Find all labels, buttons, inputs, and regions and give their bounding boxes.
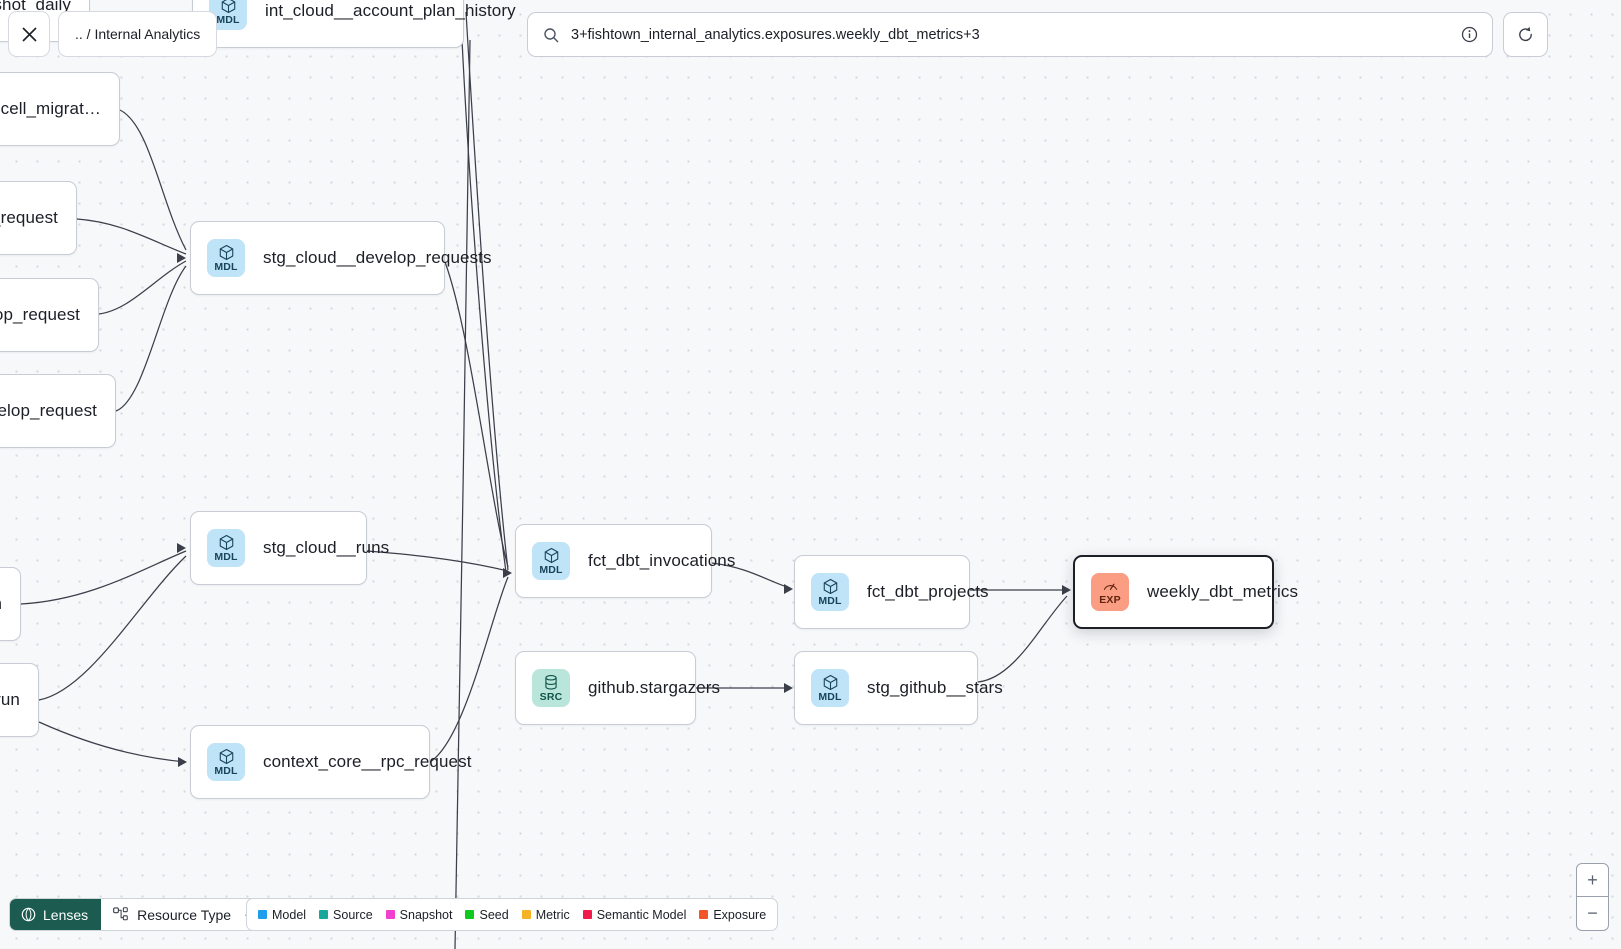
badge-text: SRC	[539, 690, 563, 703]
node-label: fct_dbt_projects	[867, 582, 989, 601]
legend-item: Model	[258, 908, 306, 922]
legend-label: Seed	[479, 907, 509, 922]
badge-text: MDL	[818, 594, 842, 607]
node-label: _run	[0, 690, 20, 709]
legend-label: Exposure	[713, 907, 767, 922]
close-button[interactable]	[8, 11, 50, 57]
lenses-group: Lenses Resource Type ⌄	[9, 898, 265, 931]
zoom-controls: + −	[1576, 863, 1609, 931]
graph-node[interactable]: EXP weekly_dbt_metrics	[1073, 555, 1298, 629]
badge-text: MDL	[214, 764, 238, 777]
node-label: n	[0, 594, 2, 614]
graph-node[interactable]: MDL context_core__rpc_request	[190, 725, 471, 799]
graph-node[interactable]: velop_request	[0, 278, 99, 352]
node-label: fct_dbt_invocations	[588, 551, 736, 570]
graph-node[interactable]: MDL stg_github__stars	[794, 651, 1003, 725]
breadcrumb[interactable]: .. / Internal Analytics	[58, 11, 218, 57]
legend-item: Seed	[465, 907, 509, 922]
breadcrumb-label: .. / Internal Analytics	[75, 26, 201, 42]
legend-label: Semantic Model	[596, 907, 687, 922]
legend-label: Model	[272, 907, 307, 922]
refresh-icon	[1519, 26, 1532, 42]
refresh-button[interactable]	[1503, 12, 1548, 57]
legend-swatch	[582, 910, 592, 919]
info-icon[interactable]	[1461, 26, 1478, 43]
legend-swatch	[385, 910, 395, 919]
node-label: weekly_dbt_metrics	[1147, 582, 1299, 601]
node-label: _develop_request	[0, 401, 97, 420]
resource-type-label: Resource Type	[137, 906, 232, 923]
node-label: context_core__rpc_request	[263, 752, 472, 771]
legend-item: Source	[319, 908, 373, 922]
node-label: op_request	[0, 208, 58, 227]
zoom-out-button[interactable]: −	[1587, 903, 1598, 923]
badge-text: EXP	[1099, 593, 1121, 606]
graph-node[interactable]: MDL int_cloud__account_plan_history	[192, 0, 516, 48]
resource-type-dropdown[interactable]: Resource Type ⌄	[101, 899, 264, 930]
lenses-button[interactable]: Lenses	[10, 899, 102, 930]
lens-icon	[21, 907, 36, 922]
badge-text: MDL	[216, 13, 240, 26]
graph-node[interactable]: SRC github.stargazers	[515, 651, 720, 725]
badge-text: MDL	[214, 260, 238, 273]
graph-node[interactable]: MDL fct_dbt_invocations	[515, 524, 735, 598]
exp-badge: EXP	[1091, 573, 1129, 611]
legend-label: Source	[333, 907, 373, 922]
node-label: stg_github__stars	[867, 678, 1003, 697]
legend-swatch	[319, 910, 329, 919]
badge-text: MDL	[539, 563, 563, 576]
node-label: stg_cloud__runs	[263, 538, 390, 557]
src-badge: SRC	[532, 669, 570, 707]
node-label: velop_request	[0, 305, 80, 324]
resource-type-icon	[113, 907, 128, 921]
graph-node[interactable]: MDL fct_dbt_projects	[794, 555, 989, 629]
graph-node[interactable]: _run	[0, 663, 39, 737]
badge-text: MDL	[214, 550, 238, 563]
node-label: multicell_migrat…	[0, 99, 101, 118]
mdl-badge: MDL	[207, 529, 245, 567]
lineage-search-box[interactable]	[527, 12, 1493, 57]
graph-node[interactable]: _develop_request	[0, 374, 116, 448]
graph-node[interactable]: op_request	[0, 181, 77, 255]
graph-node[interactable]: MDL stg_cloud__runs	[190, 511, 389, 585]
legend-label: Metric	[535, 907, 570, 922]
search-input[interactable]	[571, 26, 1461, 43]
node-label: snapshot_daily	[0, 0, 71, 14]
legend-item: Exposure	[699, 908, 766, 922]
legend-item: Metric	[521, 907, 570, 922]
mdl-badge: MDL	[811, 573, 849, 611]
graph-node[interactable]: multicell_migrat…	[0, 72, 120, 146]
legend-item: Snapshot	[385, 907, 453, 922]
mdl-badge: MDL	[207, 743, 245, 781]
graph-node[interactable]: MDL stg_cloud__develop_requests	[190, 221, 491, 295]
node-label: int_cloud__account_plan_history	[265, 1, 516, 20]
legend-swatch	[521, 910, 531, 919]
node-label: stg_cloud__develop_requests	[263, 248, 492, 267]
badge-text: MDL	[818, 690, 842, 703]
close-icon	[21, 26, 37, 42]
zoom-in-button[interactable]: +	[1577, 864, 1608, 897]
node-label: github.stargazers	[588, 678, 721, 697]
legend-item: Semantic Model	[582, 907, 687, 922]
legend-swatch	[699, 910, 709, 919]
legend-swatch	[258, 910, 267, 919]
mdl-badge: MDL	[207, 239, 245, 277]
legend-label: Snapshot	[399, 907, 453, 922]
search-icon	[544, 27, 559, 42]
lenses-label: Lenses	[43, 906, 89, 923]
resource-type-legend: Model Source Snapshot Seed Metric Semantic Mo…	[246, 898, 779, 931]
mdl-badge: MDL	[532, 542, 570, 580]
graph-node[interactable]: n	[0, 567, 21, 641]
mdl-badge: MDL	[811, 669, 849, 707]
legend-swatch	[465, 910, 475, 919]
